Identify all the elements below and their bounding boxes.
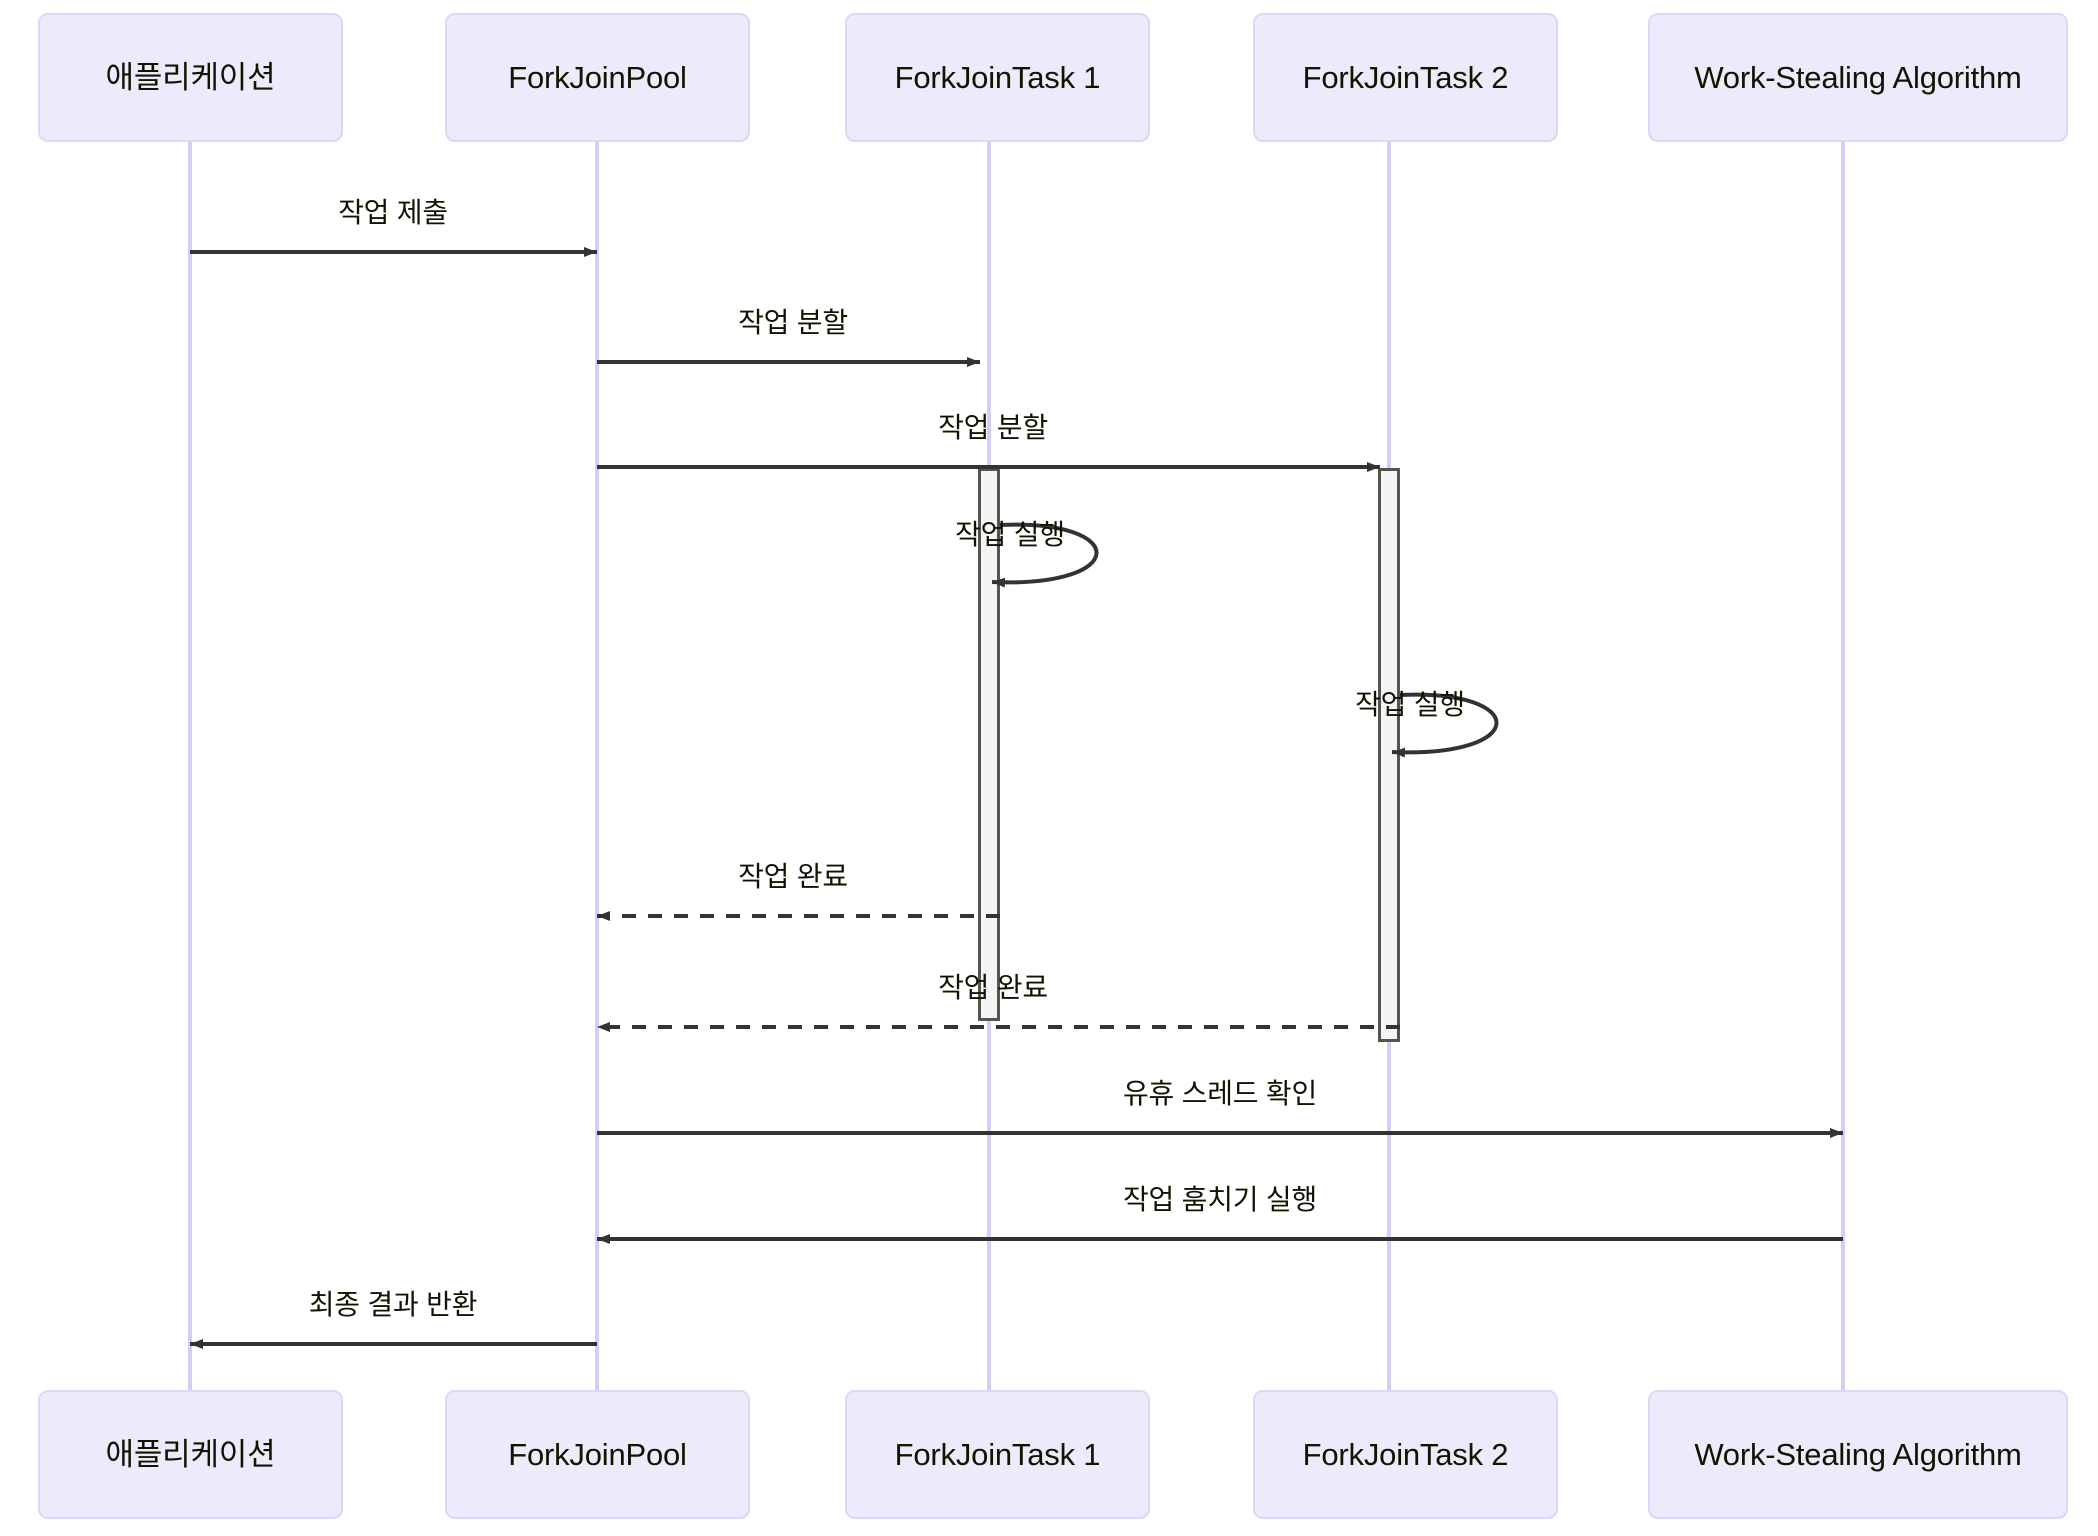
participant-bottom-label-wsa: Work-Stealing Algorithm [1694,1436,2022,1472]
participant-bottom-label-pool: ForkJoinPool [508,1436,687,1472]
participant-top-pool[interactable]: ForkJoinPool [445,13,750,142]
participant-top-label-pool: ForkJoinPool [508,59,687,95]
activation-bar-t1 [978,468,1000,1021]
message-label-m3: 작업 분할 [938,412,1048,443]
message-label-m1: 작업 제출 [338,197,448,228]
participant-top-wsa[interactable]: Work-Stealing Algorithm [1648,13,2068,142]
participant-bottom-t1[interactable]: ForkJoinTask 1 [845,1390,1150,1519]
message-label-m7: 작업 완료 [938,972,1048,1003]
participant-top-app[interactable]: 애플리케이션 [38,13,343,142]
message-label-m4: 작업 실행 [955,519,1065,550]
participant-top-label-app: 애플리케이션 [105,59,276,95]
participant-bottom-label-app: 애플리케이션 [105,1436,276,1472]
participant-top-label-t1: ForkJoinTask 1 [894,59,1101,95]
participant-bottom-label-t1: ForkJoinTask 1 [894,1436,1101,1472]
message-label-m6: 작업 완료 [738,861,848,892]
participant-bottom-label-t2: ForkJoinTask 2 [1302,1436,1509,1472]
participant-top-label-wsa: Work-Stealing Algorithm [1694,59,2022,95]
lifeline-pool [595,142,599,1390]
participant-bottom-t2[interactable]: ForkJoinTask 2 [1253,1390,1558,1519]
message-label-m2: 작업 분할 [738,307,848,338]
lifeline-wsa [1841,142,1845,1390]
message-label-m8: 유휴 스레드 확인 [1122,1078,1318,1109]
activation-bar-t2 [1378,468,1400,1042]
participant-top-t1[interactable]: ForkJoinTask 1 [845,13,1150,142]
participant-top-label-t2: ForkJoinTask 2 [1302,59,1509,95]
message-label-m5: 작업 실행 [1355,689,1465,720]
message-label-m9: 작업 훔치기 실행 [1122,1184,1318,1215]
participant-bottom-wsa[interactable]: Work-Stealing Algorithm [1648,1390,2068,1519]
participant-bottom-app[interactable]: 애플리케이션 [38,1390,343,1519]
message-label-m10: 최종 결과 반환 [308,1289,478,1320]
lifeline-app [188,142,192,1390]
participant-top-t2[interactable]: ForkJoinTask 2 [1253,13,1558,142]
participant-bottom-pool[interactable]: ForkJoinPool [445,1390,750,1519]
